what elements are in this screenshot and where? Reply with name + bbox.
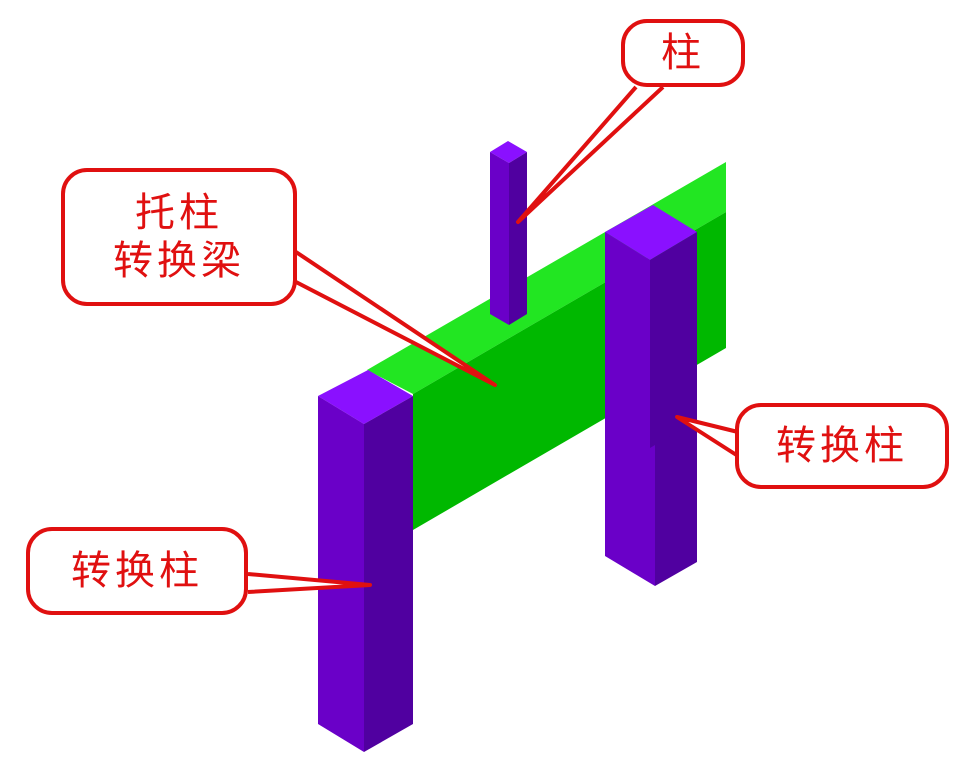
callout-column-label: 柱	[661, 30, 705, 76]
callout-transfer-column-left: 转换柱	[26, 527, 248, 615]
callout-transfer-column-left-label: 转换柱	[71, 548, 203, 594]
callout-transfer-beam-line2: 转换梁	[113, 238, 245, 284]
transfer-column-left-side	[364, 396, 413, 752]
callout-column: 柱	[621, 19, 745, 87]
supported-column-top	[490, 141, 527, 163]
pointer-transfer-beam	[294, 250, 497, 387]
transfer-column-left-front	[318, 396, 364, 752]
callout-transfer-column-right: 转换柱	[735, 403, 949, 489]
supported-column-side	[509, 152, 527, 325]
transfer-column-right-top	[605, 205, 697, 260]
pointer-transfer-column-left	[247, 572, 372, 594]
callout-pointers	[247, 85, 740, 594]
pointer-column-top	[516, 85, 665, 224]
transfer-column-right-top-group	[605, 205, 697, 448]
transfer-column-right-upper-front	[650, 232, 697, 448]
callout-transfer-column-right-label: 转换柱	[776, 423, 908, 469]
transfer-column-left-top	[318, 370, 413, 424]
transfer-column-right-upper-left	[605, 232, 650, 448]
callout-transfer-beam-line1: 托柱	[135, 190, 223, 236]
callout-transfer-beam: 托柱 转换梁	[61, 168, 297, 306]
pointer-transfer-column-right	[675, 415, 740, 458]
transfer-column-left	[318, 370, 413, 752]
supported-column	[490, 141, 527, 325]
supported-column-front	[490, 152, 509, 325]
